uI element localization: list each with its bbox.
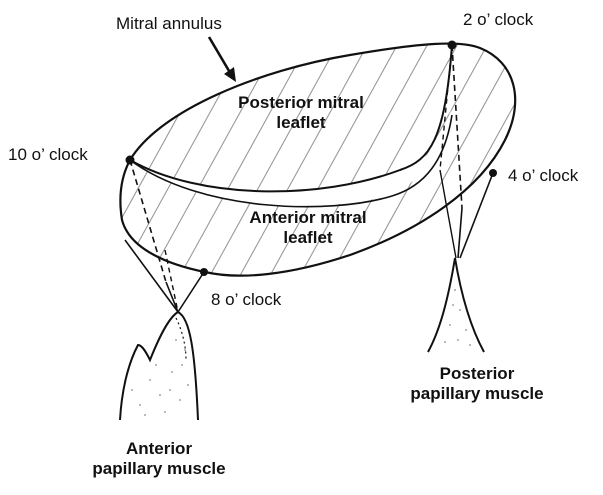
posterior-leaflet-label-line-2: leaflet <box>218 113 384 133</box>
two-oclock-label: 2 o’ clock <box>463 10 533 30</box>
mitral-annulus-label: Mitral annulus <box>116 14 222 34</box>
two-oclock-dot <box>448 41 457 50</box>
ten-oclock-dot <box>126 156 135 165</box>
posterior-chordae <box>440 45 493 258</box>
annulus-pointer-arrowhead <box>224 67 236 82</box>
ten-oclock-label: 10 o’ clock <box>8 145 88 165</box>
anterior-papillary-label-line-2: papillary muscle <box>84 459 234 479</box>
eight-oclock-label: 8 o’ clock <box>211 290 281 310</box>
posterior-papillary-label-line-1: Posterior <box>402 364 552 384</box>
posterior-papillary-label-line-2: papillary muscle <box>402 384 552 404</box>
anterior-papillary-muscle-shape <box>120 312 198 420</box>
anterior-leaflet-label-line-1: Anterior mitral <box>228 208 388 228</box>
annulus-pointer-arrow <box>209 37 232 76</box>
eight-oclock-dot <box>200 268 208 276</box>
posterior-papillary-muscle-shape <box>428 258 484 352</box>
posterior-leaflet-label: Posterior mitral leaflet <box>218 93 384 133</box>
posterior-papillary-label: Posterior papillary muscle <box>402 364 552 404</box>
posterior-leaflet-label-line-1: Posterior mitral <box>218 93 384 113</box>
four-oclock-dot <box>489 169 497 177</box>
anterior-leaflet-label-line-2: leaflet <box>228 228 388 248</box>
anterior-papillary-label: Anterior papillary muscle <box>84 439 234 479</box>
anterior-papillary-label-line-1: Anterior <box>84 439 234 459</box>
anterior-leaflet-label: Anterior mitral leaflet <box>228 208 388 248</box>
four-oclock-label: 4 o’ clock <box>508 166 578 186</box>
